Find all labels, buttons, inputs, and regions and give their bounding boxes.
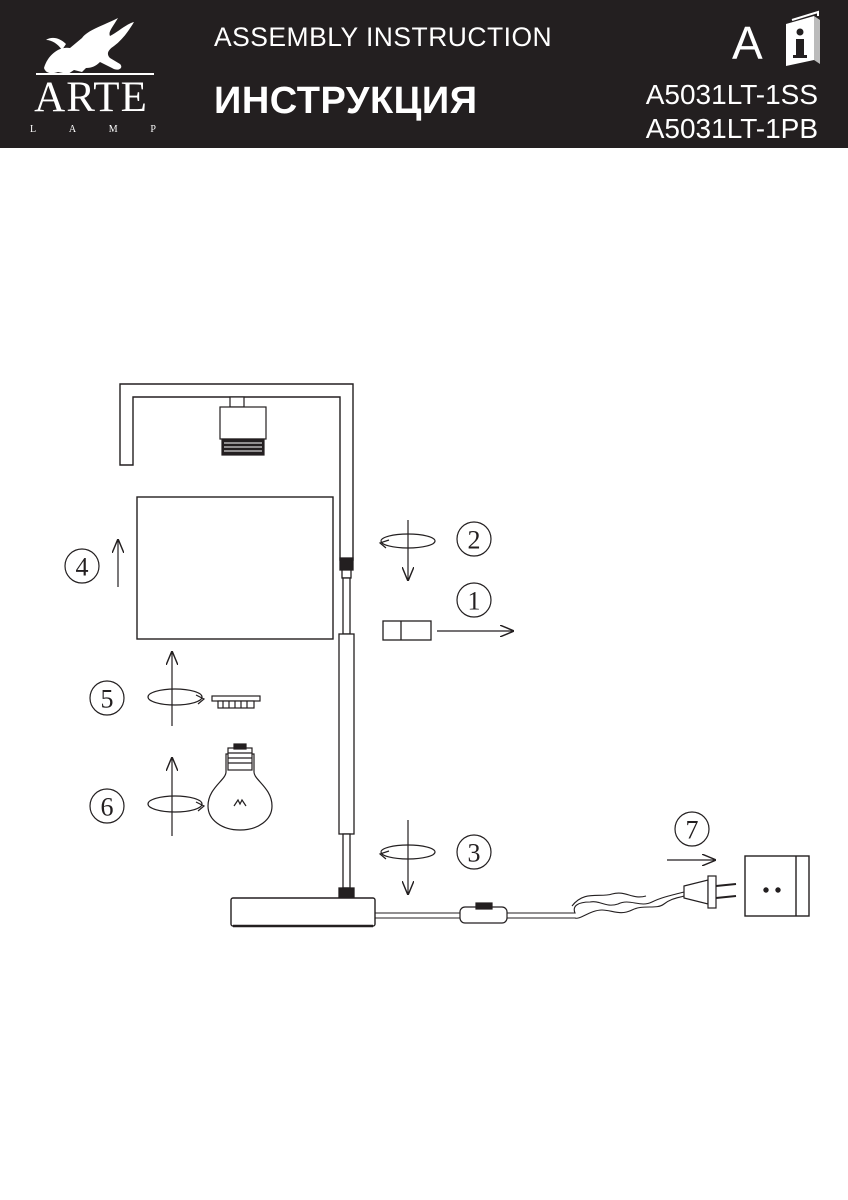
step-number: 6 — [101, 793, 114, 822]
step-marker-1: 1 — [456, 582, 492, 618]
step-marker-4: 4 — [64, 548, 100, 584]
step-number: 5 — [101, 685, 114, 714]
rotate-arrow-step-6 — [147, 758, 206, 836]
step-number: 1 — [468, 587, 481, 616]
griffin-logo-icon — [36, 18, 154, 75]
brand-sub-letter: P — [150, 124, 156, 135]
rotate-arrow-step-2 — [378, 520, 436, 580]
light-bulb — [207, 743, 273, 831]
step-marker-6: 6 — [89, 788, 125, 824]
rotate-arrow-step-3 — [378, 820, 436, 894]
inline-switch — [459, 902, 508, 924]
brand-subtitle: L A M P — [30, 124, 156, 135]
corner-letter: A — [732, 17, 763, 69]
step-marker-7: 7 — [674, 811, 710, 847]
step-number: 4 — [76, 553, 89, 582]
screw-cap — [382, 620, 432, 641]
brand-sub-letter: L — [30, 124, 37, 135]
wall-socket — [744, 855, 810, 917]
step-marker-5: 5 — [89, 680, 125, 716]
lamp-stem — [338, 557, 355, 899]
step-marker-3: 3 — [456, 834, 492, 870]
step-marker-2: 2 — [456, 521, 492, 557]
rotate-arrow-step-5 — [147, 652, 206, 726]
shade-ring — [211, 695, 261, 709]
title-russian: ИНСТРУКЦИЯ — [214, 80, 478, 122]
brand-name: ARTE — [34, 74, 148, 121]
brand-sub-letter: M — [108, 124, 118, 135]
power-plug — [683, 875, 737, 909]
bulb-socket — [219, 396, 267, 456]
model-number: A5031LT-1SS — [645, 79, 818, 110]
brand-sub-letter: A — [68, 124, 77, 135]
step-number: 3 — [468, 839, 481, 868]
header-banner: ARTE L A M P ASSEMBLY INSTRUCTION ИНСТРУ… — [0, 0, 848, 148]
power-cord — [375, 891, 685, 919]
step-number: 7 — [686, 816, 699, 845]
lamp-shade — [136, 496, 334, 640]
step-number: 2 — [468, 526, 481, 555]
title-english: ASSEMBLY INSTRUCTION — [214, 22, 553, 52]
manual-info-icon — [786, 10, 820, 66]
lamp-base — [230, 897, 376, 928]
model-number: A5031LT-1PB — [645, 113, 818, 144]
